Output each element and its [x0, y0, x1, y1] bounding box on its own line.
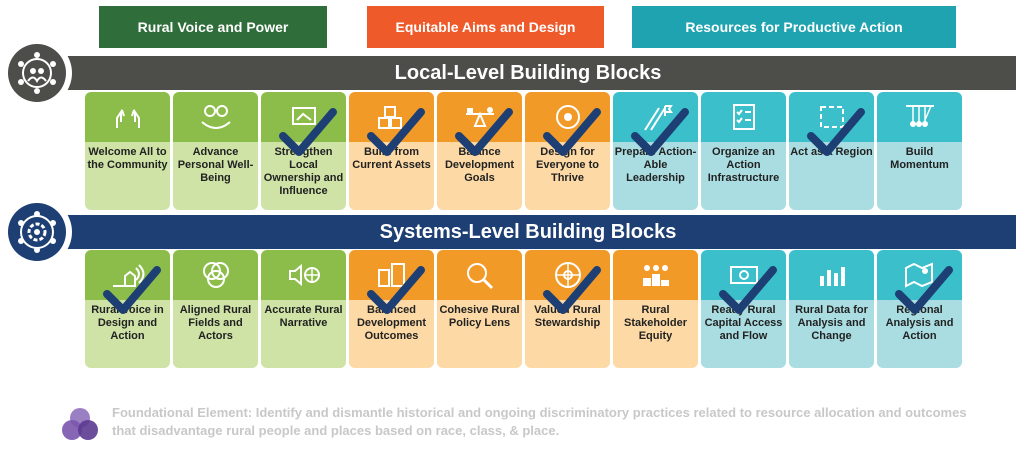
- systems-block-4: Balanced Development Outcomes: [349, 250, 434, 368]
- checkmark-icon: [279, 108, 337, 156]
- systems-block-label: Balanced Development Outcomes: [349, 300, 434, 368]
- checkmark-icon: [631, 108, 689, 156]
- local-block-label: Build from Current Assets: [349, 142, 434, 210]
- checkmark-icon: [807, 108, 865, 156]
- local-network-icon: [2, 38, 72, 108]
- category-equitable-aims: Equitable Aims and Design: [367, 6, 604, 48]
- foundational-element-icon: [62, 408, 98, 440]
- local-block-label: Organize an Action Infrastructure: [701, 142, 786, 210]
- local-block-label: Build Momentum: [877, 142, 962, 210]
- checkmark-icon: [103, 266, 161, 314]
- local-block-6: Design for Everyone to Thrive: [525, 92, 610, 210]
- checkmark-icon: [895, 266, 953, 314]
- systems-block-label: Cohesive Rural Policy Lens: [437, 300, 522, 368]
- checkmark-icon: [367, 108, 425, 156]
- systems-block-label: Rural Stakeholder Equity: [613, 300, 698, 368]
- local-block-label: Design for Everyone to Thrive: [525, 142, 610, 210]
- local-block-3: Strengthen Local Ownership and Influence: [261, 92, 346, 210]
- local-block-label: Balance Development Goals: [437, 142, 522, 210]
- systems-block-label: Rural Data for Analysis and Change: [789, 300, 874, 368]
- systems-block-label: Rural Voice in Design and Action: [85, 300, 170, 368]
- local-block-4: Build from Current Assets: [349, 92, 434, 210]
- systems-block-8: Ready Rural Capital Access and Flow: [701, 250, 786, 368]
- checkmark-icon: [543, 108, 601, 156]
- local-block-label: Advance Personal Well-Being: [173, 142, 258, 210]
- pendulum-icon: [877, 92, 962, 142]
- systems-block-label: Accurate Rural Narrative: [261, 300, 346, 368]
- systems-level-title: Systems-Level Building Blocks: [40, 215, 1016, 249]
- local-block-7: Prepare Action-Able Leadership: [613, 92, 698, 210]
- checkmark-icon: [367, 266, 425, 314]
- raised-hands-icon: [85, 92, 170, 142]
- category-rural-voice: Rural Voice and Power: [99, 6, 327, 48]
- foundational-element-legend: Foundational Element: Identify and disma…: [60, 400, 980, 444]
- systems-block-10: Regional Analysis and Action: [877, 250, 962, 368]
- speaker-globe-icon: [261, 250, 346, 300]
- systems-block-7: Rural Stakeholder Equity: [613, 250, 698, 368]
- systems-block-9: Rural Data for Analysis and Change: [789, 250, 874, 368]
- people-pedestals-icon: [613, 250, 698, 300]
- hands-holding-icon: [173, 92, 258, 142]
- systems-block-6: Valued Rural Stewardship: [525, 250, 610, 368]
- checkmark-icon: [543, 266, 601, 314]
- wheel-icon: [525, 250, 610, 300]
- local-block-2: Advance Personal Well-Being: [173, 92, 258, 210]
- venn-icon: [173, 250, 258, 300]
- systems-gear-icon: [2, 197, 72, 267]
- local-block-9: Act as a Region: [789, 92, 874, 210]
- systems-block-label: Ready Rural Capital Access and Flow: [701, 300, 786, 368]
- local-level-title: Local-Level Building Blocks: [40, 56, 1016, 90]
- local-block-label: Strengthen Local Ownership and Influence: [261, 142, 346, 210]
- systems-block-1: Rural Voice in Design and Action: [85, 250, 170, 368]
- systems-block-2: Aligned Rural Fields and Actors: [173, 250, 258, 368]
- local-block-label: Welcome All to the Community: [85, 142, 170, 210]
- checklist-icon: [701, 92, 786, 142]
- category-resources: Resources for Productive Action: [632, 6, 956, 48]
- checkmark-icon: [719, 266, 777, 314]
- local-block-8: Organize an Action Infrastructure: [701, 92, 786, 210]
- systems-block-label: Aligned Rural Fields and Actors: [173, 300, 258, 368]
- local-block-10: Build Momentum: [877, 92, 962, 210]
- systems-block-5: Cohesive Rural Policy Lens: [437, 250, 522, 368]
- magnifier-icon: [437, 250, 522, 300]
- local-block-1: Welcome All to the Community: [85, 92, 170, 210]
- systems-block-label: Regional Analysis and Action: [877, 300, 962, 368]
- local-block-label: Act as a Region: [789, 142, 874, 210]
- checkmark-icon: [455, 108, 513, 156]
- bar-chart-icon: [789, 250, 874, 300]
- foundational-element-text: Foundational Element: Identify and disma…: [112, 405, 967, 438]
- systems-block-3: Accurate Rural Narrative: [261, 250, 346, 368]
- local-block-5: Balance Development Goals: [437, 92, 522, 210]
